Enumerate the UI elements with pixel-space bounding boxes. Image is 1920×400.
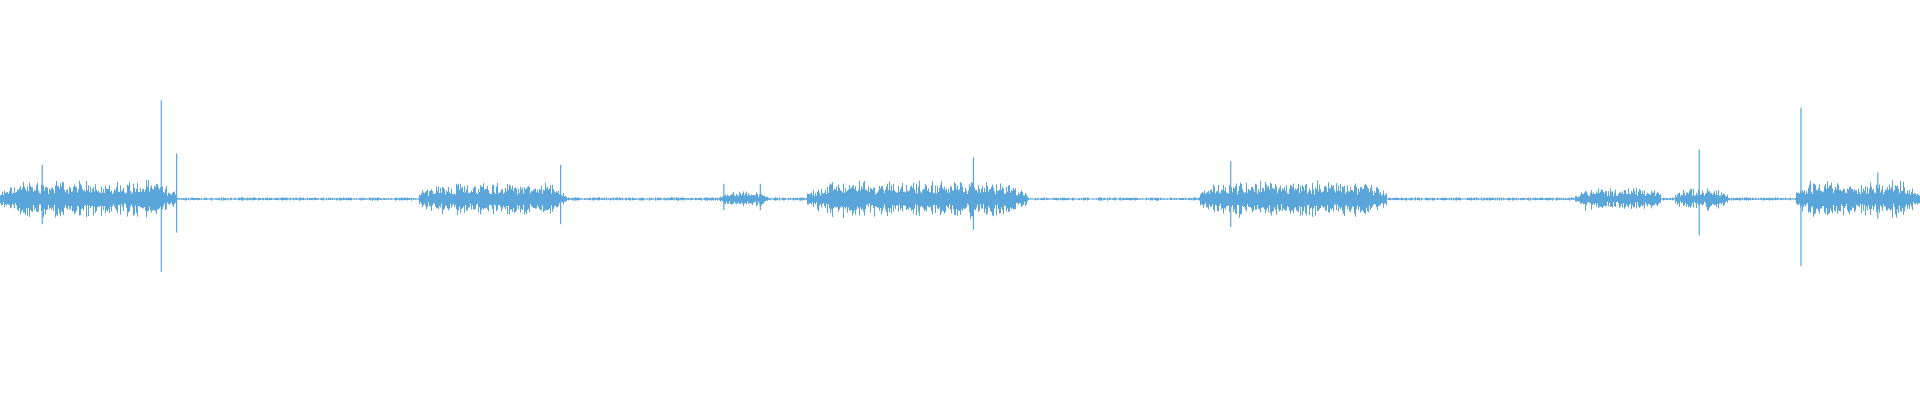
waveform-envelope: [0, 179, 1920, 219]
waveform-trace: [0, 100, 1920, 272]
